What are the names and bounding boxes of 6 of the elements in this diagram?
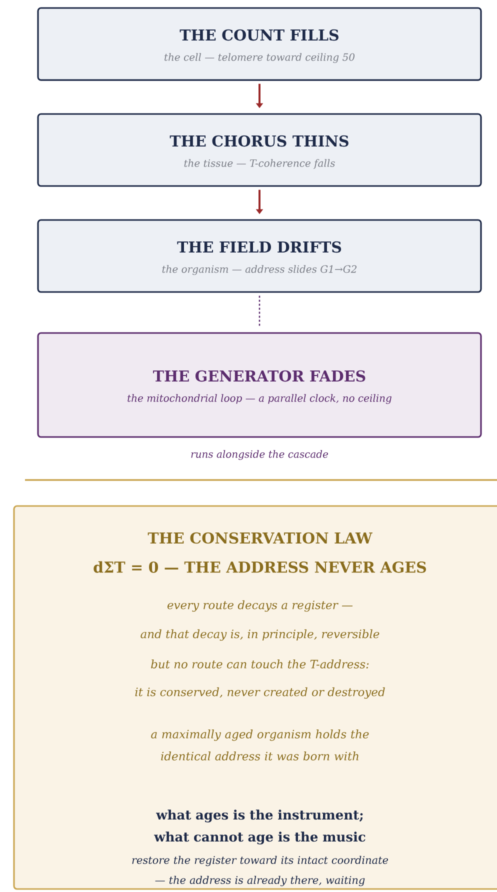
law-panel: THE CONSERVATION LAW dΣT = 0 — THE ADDRESS NEVER AGES every route decays a register — and that decay is, in principle, reversible but no route can touch the T-address: it is conserved, never created or destroyed a maximally aged organism holds the identical address it was born with what ages is the instrument; what cannot age is the music restore the register toward its intact coordinate — the address is already there, waiting <box>13 505 497 890</box>
note: runs alongside the cascade <box>191 450 328 460</box>
stage-box: THE FIELD DRIFTS the organism — address slides G1→G2 <box>37 219 482 293</box>
stage-box: THE COUNT FILLS the cell — telomere toward ceiling 50 <box>37 7 482 81</box>
stage-box: THE CHORUS THINS the tissue — T-coherence falls <box>37 113 482 187</box>
stage-box: THE GENERATOR FADES the mitochondrial loop — a parallel clock, no ceiling <box>37 332 482 438</box>
